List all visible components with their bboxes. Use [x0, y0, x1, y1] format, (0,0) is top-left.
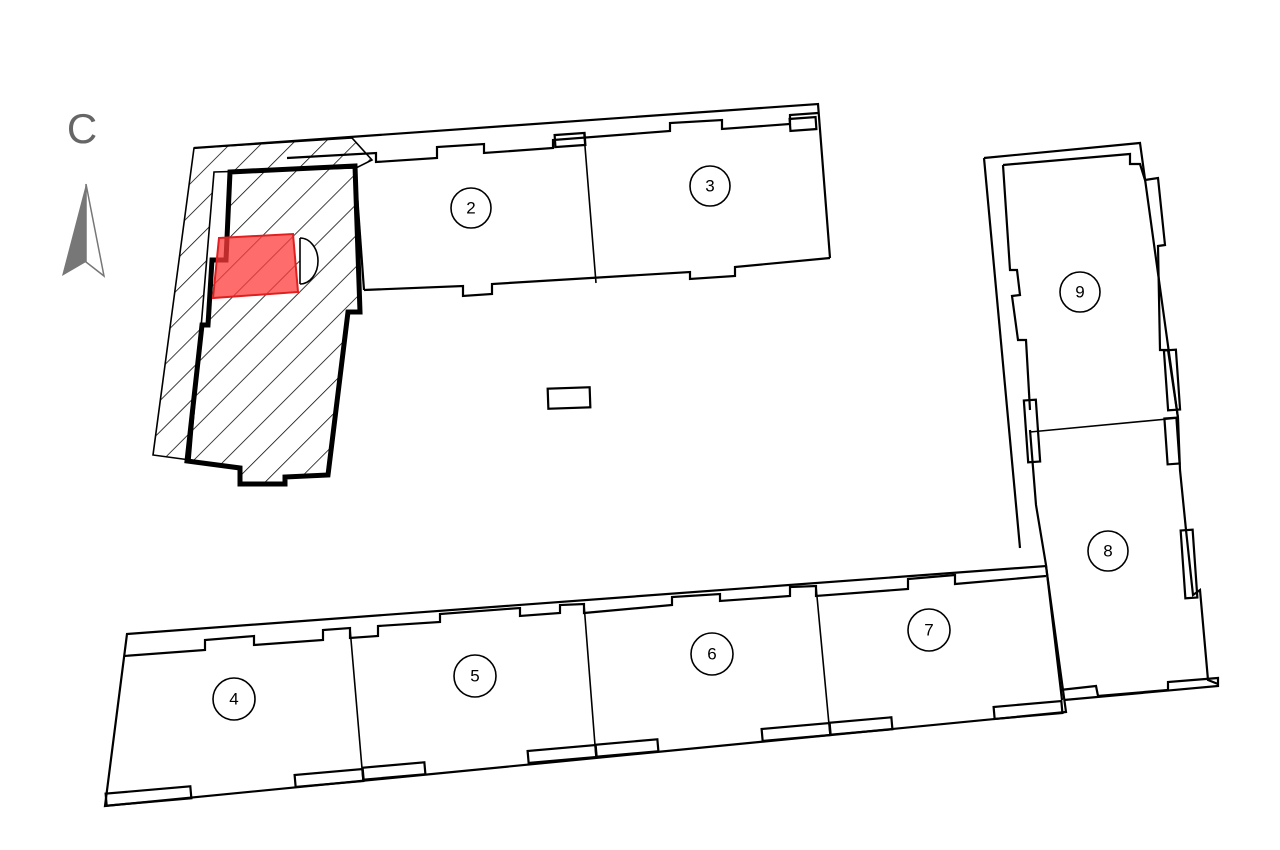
- unit-label: 8: [1103, 542, 1112, 561]
- compass: С: [62, 105, 106, 278]
- unit-2[interactable]: 2: [450, 187, 492, 229]
- unit-5[interactable]: 5: [453, 654, 497, 698]
- unit-label: 6: [707, 645, 716, 664]
- unit-label: 2: [466, 199, 475, 218]
- right-wing: [982, 141, 1220, 702]
- unit-3[interactable]: 3: [689, 165, 731, 207]
- unit-8[interactable]: 8: [1087, 530, 1129, 572]
- courtyard-marker: [546, 386, 592, 410]
- top-wing: [193, 102, 832, 298]
- unit-label: 7: [924, 621, 933, 640]
- hatched-section[interactable]: [184, 163, 363, 487]
- highlighted-room[interactable]: [211, 232, 300, 300]
- unit-label: 9: [1075, 283, 1084, 302]
- bottom-wing: [103, 564, 1068, 808]
- unit-4[interactable]: 4: [212, 677, 256, 721]
- unit-label: 3: [705, 177, 714, 196]
- north-arrow-icon: [62, 183, 106, 278]
- unit-markers: 2 3 4 5 6 7 8 9: [212, 165, 1129, 721]
- compass-letter: С: [67, 105, 97, 152]
- unit-label: 4: [229, 690, 238, 709]
- unit-label: 5: [470, 667, 479, 686]
- unit-7[interactable]: 7: [907, 608, 951, 652]
- unit-6[interactable]: 6: [690, 632, 734, 676]
- unit-9[interactable]: 9: [1059, 271, 1101, 313]
